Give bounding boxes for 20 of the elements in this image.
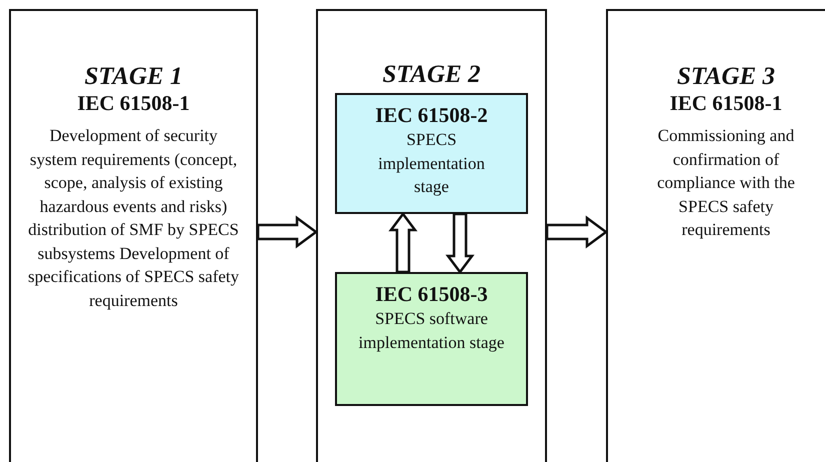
box-text: SPECS software implementation stage bbox=[358, 308, 506, 354]
stage-panel bbox=[316, 9, 547, 462]
process-box bbox=[335, 93, 528, 214]
stage-title: STAGE 3 bbox=[677, 63, 775, 91]
stage-panel bbox=[606, 9, 825, 462]
process-box bbox=[335, 272, 528, 406]
stage-panel bbox=[9, 9, 258, 462]
block-arrow bbox=[446, 212, 474, 274]
stage-title: STAGE 1 bbox=[84, 63, 182, 91]
stage-title: STAGE 2 bbox=[382, 61, 480, 89]
standard-label: IEC 61508-3 bbox=[375, 282, 488, 307]
block-arrow bbox=[546, 216, 608, 248]
standard-label: IEC 61508-1 bbox=[670, 91, 782, 116]
description-text: Commissioning and confirmation of compliance with the SPECS safety requirements bbox=[656, 125, 796, 241]
standard-label: IEC 61508-2 bbox=[375, 103, 488, 128]
standard-label: IEC 61508-1 bbox=[77, 91, 190, 116]
box-text: SPECS implementation stage bbox=[377, 129, 486, 198]
block-arrow bbox=[256, 216, 318, 248]
description-text: Development of security system requirements (concept, scope, analysis of existing hazardous events and risks) distribution of SMF by SPECS subsystems Development of specifications of SPECS safety requirements bbox=[26, 125, 240, 312]
block-arrow bbox=[388, 212, 418, 274]
